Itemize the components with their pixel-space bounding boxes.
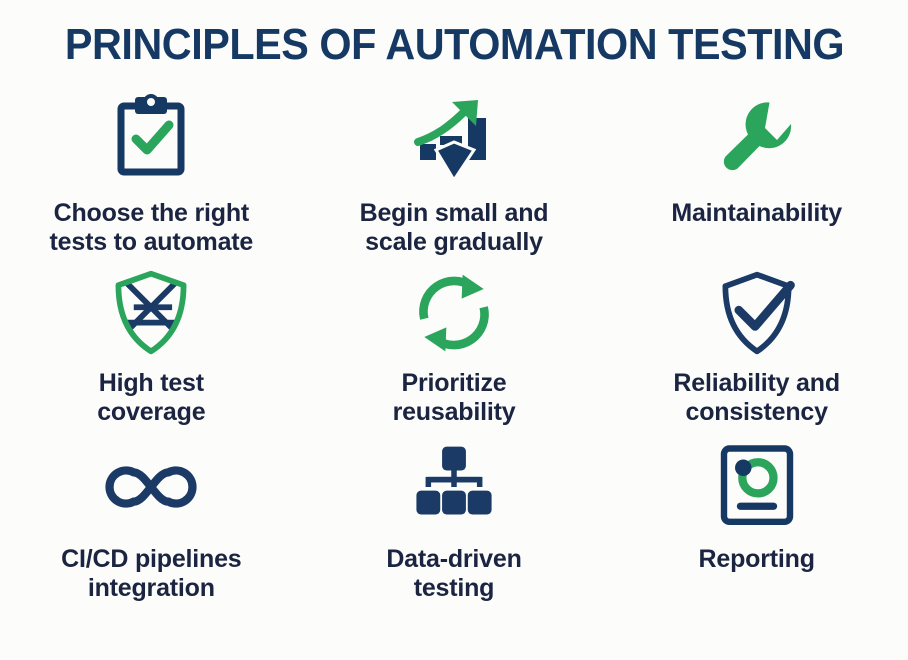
principle-label: Prioritize reusability [392, 368, 516, 426]
principle-label: High test coverage [97, 368, 206, 426]
principles-grid: Choose the right tests to automate Begin… [0, 82, 908, 609]
wrench-icon [709, 88, 805, 192]
principle-label: Reporting [698, 545, 815, 574]
refresh-cycle-icon [408, 264, 500, 362]
growth-chart-diamond-icon [406, 88, 502, 192]
principle-label: Choose the right tests to automate [49, 199, 254, 257]
principle-label: Data-driven testing [386, 545, 522, 603]
principle-card-reporting[interactable]: Reporting [605, 433, 908, 609]
principle-card-begin-small-scale-gradually[interactable]: Begin small and scale gradually [303, 82, 606, 258]
principle-card-high-test-coverage[interactable]: High test coverage [0, 258, 303, 434]
principle-card-choose-the-right-tests[interactable]: Choose the right tests to automate [0, 82, 303, 258]
principle-card-data-driven-testing[interactable]: Data-driven testing [303, 433, 606, 609]
hierarchy-nodes-icon [410, 439, 498, 535]
principle-card-maintainability[interactable]: Maintainability [605, 82, 908, 258]
page-title: PRINCIPLES OF AUTOMATION TESTING [64, 20, 844, 69]
principle-label: CI/CD pipelines integration [61, 545, 242, 603]
principle-label: Reliability and consistency [673, 368, 840, 426]
report-chart-icon [713, 439, 801, 535]
infinity-icon [96, 439, 206, 535]
principle-label: Maintainability [671, 199, 842, 228]
principle-card-cicd-pipelines-integration[interactable]: CI/CD pipelines integration [0, 433, 303, 609]
clipboard-check-icon [103, 88, 199, 192]
principle-label: Begin small and scale gradually [359, 199, 549, 257]
shield-mesh-icon [105, 264, 197, 362]
principle-card-reliability-and-consistency[interactable]: Reliability and consistency [605, 258, 908, 434]
principle-card-prioritize-reusability[interactable]: Prioritize reusability [303, 258, 606, 434]
shield-check-icon [711, 264, 803, 362]
